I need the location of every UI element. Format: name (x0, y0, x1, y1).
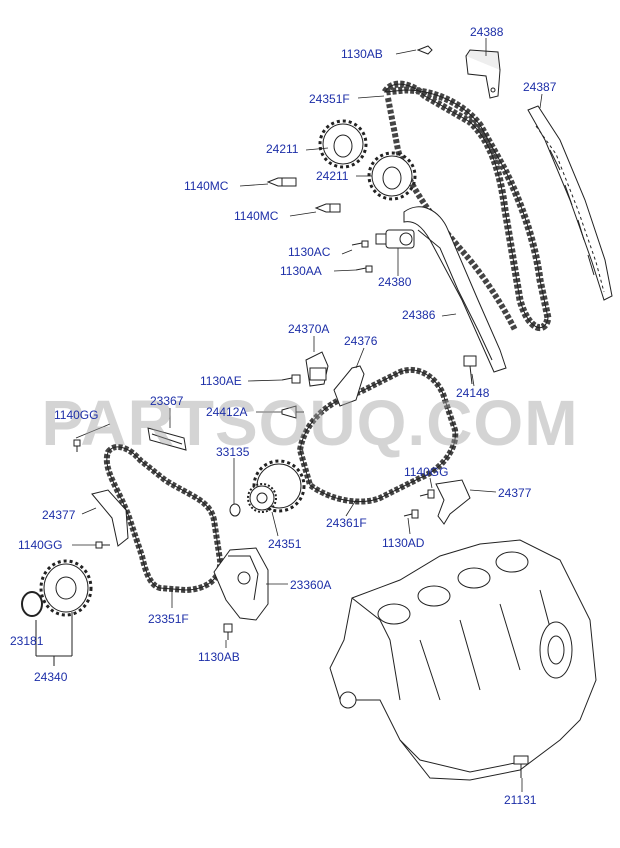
o-ring-23181 (21, 591, 43, 617)
callout-1130AB-top[interactable]: 1130AB (341, 47, 383, 61)
callout-24380[interactable]: 24380 (378, 275, 412, 289)
bolt-21131 (513, 755, 529, 778)
callout-1130AE[interactable]: 1130AE (200, 374, 242, 388)
callout-24211-b[interactable]: 24211 (316, 169, 349, 183)
callout-1140GG-a[interactable]: 1140GG (54, 408, 99, 422)
cam-sprocket-24211-b (367, 151, 417, 201)
balance-shaft-chain-outline (299, 369, 456, 503)
callout-1130AC[interactable]: 1130AC (288, 245, 331, 259)
callout-24148[interactable]: 24148 (456, 386, 490, 400)
bolt-24412A (281, 405, 304, 419)
callout-1140MC-b[interactable]: 1140MC (234, 209, 279, 223)
callout-33135[interactable]: 33135 (216, 445, 250, 459)
sprocket-24351 (247, 459, 306, 513)
callout-1130AA[interactable]: 1130AA (280, 264, 322, 278)
oil-pump-chain-outline (106, 446, 221, 591)
callout-24351[interactable]: 24351 (268, 537, 302, 551)
chain-guide-23367 (147, 427, 187, 451)
chain-guide-24377-right (435, 479, 471, 525)
bolt-1130AE (281, 374, 301, 384)
callout-21131[interactable]: 21131 (504, 793, 537, 807)
chain-guide-rail-24387 (527, 105, 613, 301)
callout-24377-left[interactable]: 24377 (42, 508, 76, 522)
callout-1130AD[interactable]: 1130AD (382, 536, 425, 550)
callout-1140MC-a[interactable]: 1140MC (184, 179, 229, 193)
callout-24412A[interactable]: 24412A (206, 405, 248, 419)
crank-sprocket-24340 (39, 559, 93, 617)
callout-24351F[interactable]: 24351F (309, 92, 350, 106)
callout-24388[interactable]: 24388 (470, 25, 504, 39)
callout-24340[interactable]: 24340 (34, 670, 68, 684)
tensioner-rail-24386 (403, 206, 507, 373)
chain-guide-24377-left (91, 489, 129, 547)
bolt-1140MC-b (314, 203, 341, 213)
callout-24361F[interactable]: 24361F (326, 516, 367, 530)
callout-1130AB-bottom[interactable]: 1130AB (198, 650, 240, 664)
leader-lines (72, 38, 543, 792)
callout-23360A[interactable]: 23360A (290, 578, 332, 592)
callout-23181[interactable]: 23181 (10, 634, 44, 648)
callout-24386[interactable]: 24386 (402, 308, 436, 322)
callout-23367[interactable]: 23367 (150, 394, 184, 408)
washer-33135 (229, 503, 241, 517)
callout-23351F[interactable]: 23351F (148, 612, 189, 626)
callout-24211-a[interactable]: 24211 (266, 142, 299, 156)
callout-24370A[interactable]: 24370A (288, 322, 330, 336)
balance-shaft-chain-24361F (296, 367, 459, 505)
callout-1140GG-b[interactable]: 1140GG (404, 465, 449, 479)
bolts-left (73, 439, 110, 549)
leader-24340 (35, 612, 73, 666)
oil-pump-bracket-23360A (213, 547, 269, 621)
bolt-1130AB-bottom (223, 623, 233, 640)
engine-block (329, 539, 597, 781)
bolts-right-lower (403, 489, 435, 519)
callout-24387[interactable]: 24387 (523, 80, 557, 94)
callout-1140GG-c[interactable]: 1140GG (18, 538, 63, 552)
tensioner-24380 (375, 229, 415, 249)
guide-24376 (333, 365, 365, 407)
tensioner-24370A (305, 351, 329, 387)
bolt-1140MC-a (266, 177, 297, 187)
callout-24377-right[interactable]: 24377 (498, 486, 532, 500)
cam-sprocket-24211-a (318, 119, 368, 169)
callout-24376[interactable]: 24376 (344, 334, 378, 348)
small-bolts-upper (351, 45, 477, 385)
chain-guide-bracket-24388 (465, 49, 501, 99)
